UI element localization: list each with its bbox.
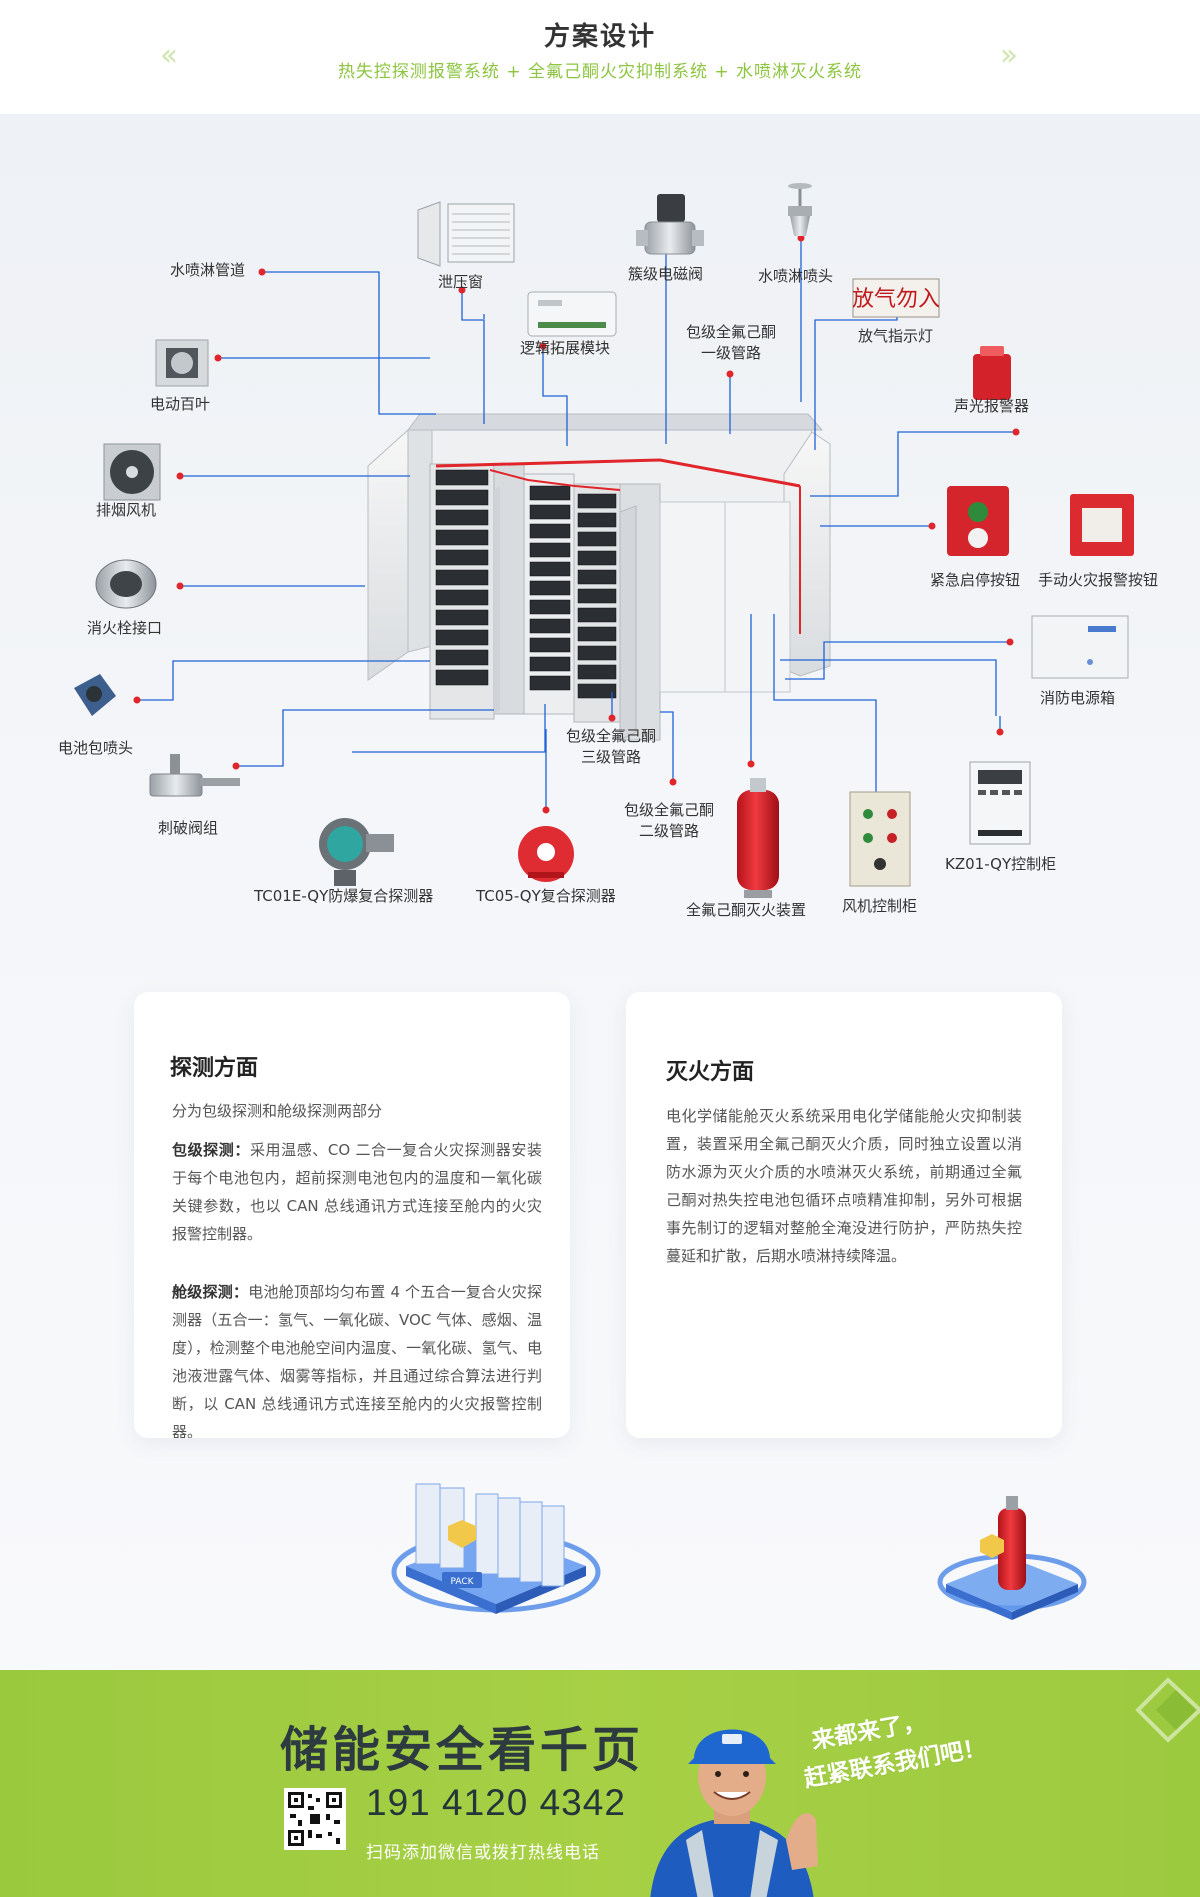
release-light-sign: 放气勿入 [852,287,940,312]
pack-illustration: PACK [391,1483,601,1614]
label-tc01e-detector: TC01E-QY防爆复合探测器 [254,887,434,905]
manual-alarm-button-icon [1070,494,1134,556]
qr-code-icon[interactable] [284,1788,346,1850]
tc05-detector-icon [518,826,574,882]
corner-decoration [1135,1677,1200,1743]
label-tc05-detector: TC05-QY复合探测器 [476,887,616,905]
label-sound-light-alarm: 声光报警器 [954,397,1030,415]
emergency-button-icon [947,486,1009,556]
brand-slogan: 储能安全看千页 [280,1722,645,1778]
contact-banner: 储能安全看千页 191 4120 4342 扫码添加微信或拨打热线电话 [0,1670,1200,1897]
logic-module-icon [527,291,617,337]
diagram-graphics: 放气勿入 [74,183,1134,898]
label-pack-nozzle: 电池包喷头 [58,739,134,757]
cabin-detection-paragraph: 舱级探测：电池舱顶部均匀布置 4 个五合一复合火灾探测器（五合一：氢气、一氧化碳… [172,1278,542,1438]
scan-hint: 扫码添加微信或拨打热线电话 [366,1843,600,1863]
double-chevron-right-icon[interactable]: ›› [1000,38,1018,73]
pack-nozzle-icon [74,674,116,716]
label-logic-module: 逻辑拓展模块 [520,339,611,357]
page-title: 方案设计 [543,22,656,52]
pack-detection-label: 包级探测： [172,1141,250,1159]
fire-power-box-icon [1031,615,1129,679]
label-pressure-vent: 泄压窗 [438,273,484,291]
cluster-valve-icon [636,194,704,255]
label-cluster-valve: 簇级电磁阀 [628,265,704,283]
worker-illustration [650,1729,818,1897]
label-hydrant-interface: 消火栓接口 [87,619,163,637]
pierce-valve-icon [149,754,240,797]
pack-detection-text: 采用温感、CO 二合一复合火灾探测器安装于每个电池包内，超前探测电池包内的温度和… [172,1141,542,1243]
detection-card: 探测方面 分为包级探测和舱级探测两部分 包级探测：采用温感、CO 二合一复合火灾… [134,992,570,1438]
label-pack-pipe-3: 包级全氟己酮 三级管路 [566,727,657,766]
label-fire-power-box: 消防电源箱 [1040,689,1116,707]
label-electric-louver: 电动百叶 [150,395,211,413]
pressure-vent-icon [417,201,515,267]
tc01e-detector-icon [319,818,394,886]
pack-tag: PACK [450,1577,474,1587]
extinguisher-icon [737,778,779,898]
sprinkler-head-icon [788,183,812,236]
detection-intro: 分为包级探测和舱级探测两部分 [172,1102,383,1120]
extinguisher-illustration [937,1496,1087,1620]
label-sprinkler-pipe: 水喷淋管道 [170,261,246,279]
suppression-card: 灭火方面 电化学储能舱灭火系统采用电化学储能舱火灾抑制装置，装置采用全氟己酮灭火… [626,992,1062,1438]
label-manual-alarm-button: 手动火灾报警按钮 [1038,571,1159,589]
pack-detection-paragraph: 包级探测：采用温感、CO 二合一复合火灾探测器安装于每个电池包内，超前探测电池包… [172,1136,542,1248]
label-pierce-valve: 刺破阀组 [158,819,219,837]
label-kz01-cabinet: KZ01-QY控制柜 [945,855,1057,873]
cabin-detection-label: 舱级探测： [172,1283,249,1301]
label-fan-cabinet: 风机控制柜 [842,897,918,915]
hydrant-interface-icon [95,559,157,609]
release-light-icon: 放气勿入 [852,278,940,318]
hotline-number[interactable]: 191 4120 4342 [366,1782,626,1823]
container-illustration [367,413,831,741]
label-exhaust-fan: 排烟风机 [96,501,157,519]
detection-title: 探测方面 [170,1056,259,1081]
label-emergency-button: 紧急启停按钮 [930,571,1021,589]
electric-louver-icon [155,339,209,387]
section-header: ‹‹ 方案设计 热失控探测报警系统 + 全氟己酮火灾抑制系统 + 水喷淋灭火系统… [0,0,1200,114]
suppression-paragraph: 电化学储能舱灭火系统采用电化学储能舱火灾抑制装置，装置采用全氟己酮灭火介质，同时… [666,1107,1022,1265]
cabin-detection-text: 电池舱顶部均匀布置 4 个五合一复合火灾探测器（五合一：氢气、一氧化碳、VOC … [172,1283,542,1438]
label-pack-pipe-2: 包级全氟己酮 二级管路 [624,801,715,840]
page-subtitle: 热失控探测报警系统 + 全氟己酮火灾抑制系统 + 水喷淋灭火系统 [337,62,863,82]
exhaust-fan-icon [103,443,161,501]
leader-lines [137,224,1016,810]
label-extinguisher: 全氟己酮灭火装置 [686,901,807,919]
suppression-title: 灭火方面 [666,1060,755,1085]
sound-light-alarm-icon [973,346,1011,400]
kz01-cabinet-icon [969,761,1031,845]
label-sprinkler-head: 水喷淋喷头 [758,267,834,285]
label-pack-pipe-1: 包级全氟己酮 一级管路 [686,323,777,362]
fan-cabinet-icon [849,791,911,887]
label-release-light: 放气指示灯 [858,327,934,345]
system-diagram: 放气勿入 [0,114,1200,1670]
